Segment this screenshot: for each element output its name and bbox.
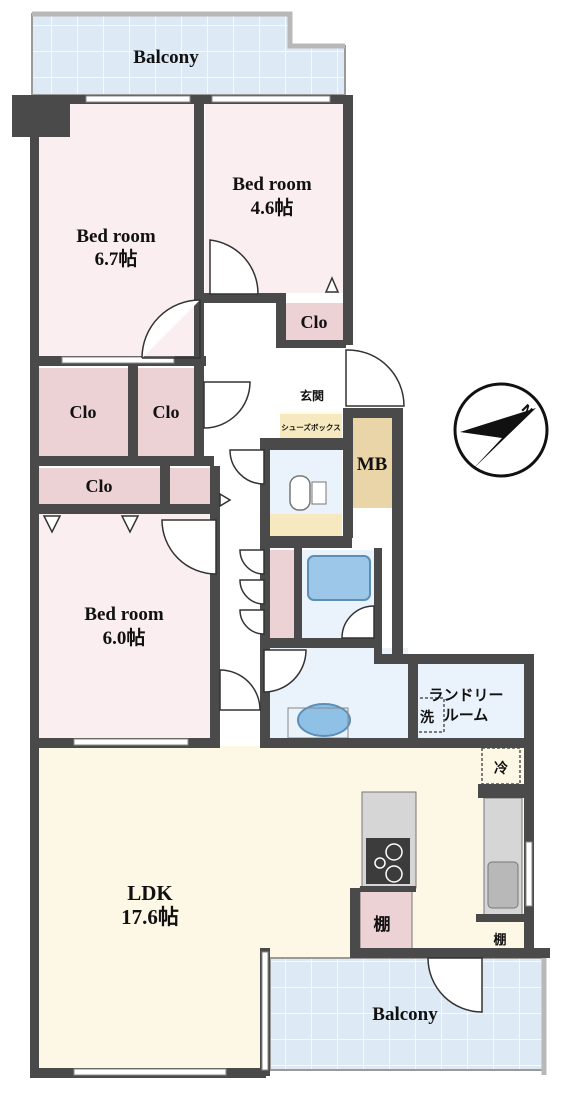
bathtub-icon bbox=[307, 555, 371, 601]
bedroom-67-size: 6.7帖 bbox=[95, 247, 138, 270]
shoebox-label: シューズボックス bbox=[281, 422, 340, 432]
laundry-label-2: ルーム bbox=[444, 706, 489, 724]
entrance-label: 玄関 bbox=[300, 388, 324, 403]
balcony-top-label: Balcony bbox=[133, 47, 199, 68]
closet-small-floor bbox=[285, 303, 343, 341]
sink-icon bbox=[487, 861, 519, 909]
ldk-size: 17.6帖 bbox=[121, 905, 179, 929]
linen-closet-floor bbox=[270, 550, 294, 638]
washbasin-icon bbox=[297, 703, 351, 737]
burner-icon bbox=[374, 843, 403, 883]
washer-space bbox=[409, 697, 445, 733]
shelf-1-label: 棚 bbox=[374, 914, 391, 935]
stove-icon bbox=[366, 838, 410, 884]
bedroom-46-size: 4.6帖 bbox=[251, 196, 294, 219]
closet-1-floor bbox=[38, 368, 128, 456]
laundry-floor bbox=[418, 664, 524, 738]
mb-floor bbox=[352, 416, 392, 508]
washer-label: 洗 bbox=[420, 709, 434, 726]
closet-4-floor bbox=[170, 468, 210, 504]
closet-2-label: Clo bbox=[153, 402, 180, 422]
shelf-cabinet-1 bbox=[359, 887, 413, 953]
balcony-bottom-label: Balcony bbox=[372, 1004, 438, 1025]
laundry-label-1: ランドリー bbox=[428, 686, 503, 704]
toilet-shelf bbox=[270, 514, 342, 536]
bedroom-67-name: Bed room bbox=[76, 226, 156, 247]
ldk-name: LDK bbox=[127, 881, 173, 905]
fridge-label: 冷 bbox=[494, 760, 508, 777]
bedroom-46-name: Bed room bbox=[232, 174, 312, 195]
closet-2-floor bbox=[138, 368, 194, 456]
windows bbox=[61, 95, 533, 1076]
closet-3-floor bbox=[38, 468, 160, 504]
toilet-icon bbox=[289, 475, 327, 511]
mb-label: MB bbox=[357, 454, 388, 475]
closet-small-label: Clo bbox=[301, 312, 328, 332]
compass bbox=[453, 382, 549, 478]
bedroom-60-name: Bed room bbox=[84, 604, 164, 625]
shelf-2-label: 棚 bbox=[493, 932, 506, 948]
door-swings[interactable] bbox=[42, 239, 483, 1013]
shoebox-floor bbox=[280, 414, 342, 438]
closet-1-label: Clo bbox=[70, 402, 97, 422]
closet-3-label: Clo bbox=[86, 476, 113, 496]
bedroom-60-size: 6.0帖 bbox=[103, 626, 146, 649]
balcony-bottom bbox=[269, 957, 547, 1075]
